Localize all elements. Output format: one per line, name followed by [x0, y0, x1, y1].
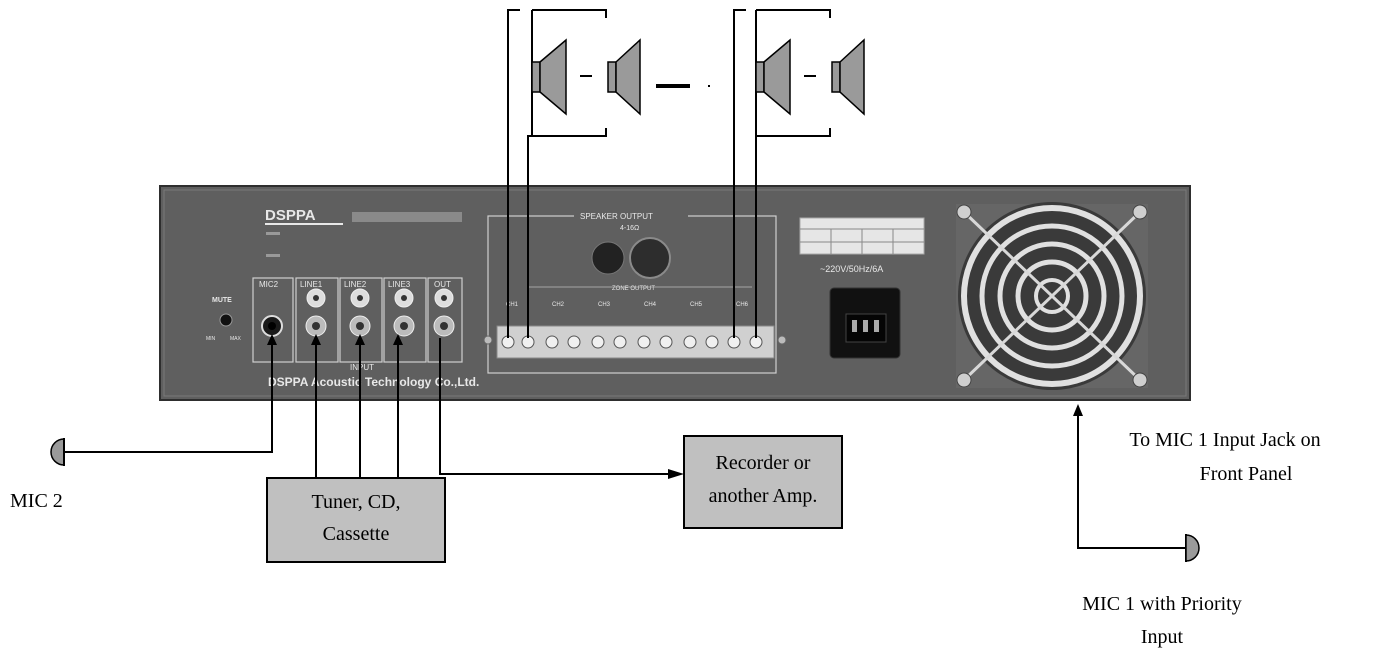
- power-rating: ~220V/50Hz/6A: [820, 264, 883, 274]
- mute-max-label: MAX: [230, 336, 242, 342]
- channel-labels: CH1 CH2 CH3 CH4 CH5 CH6: [506, 302, 749, 308]
- mic2-jack-label: MIC2: [259, 280, 279, 289]
- bracket-left-bottom: [532, 128, 607, 137]
- mic1-icon: [1185, 534, 1200, 562]
- spec-text-1: [266, 232, 280, 235]
- line1-label: LINE1: [300, 280, 323, 289]
- mic2-arrowhead: [267, 334, 277, 345]
- speaker-dashes: [580, 75, 816, 88]
- svg-text:CH3: CH3: [598, 302, 611, 308]
- svg-text:CH4: CH4: [644, 302, 657, 308]
- mute-min-label: MIN: [206, 336, 216, 342]
- spec-label-plate: [799, 217, 925, 255]
- bracket-right-bottom: [756, 128, 831, 137]
- impedance-label: 4-16Ω: [620, 225, 639, 232]
- model-text-block: [352, 212, 462, 222]
- line3-frame: [383, 277, 427, 363]
- speaker-wiring: [507, 9, 831, 338]
- brand-underline: [265, 223, 343, 225]
- recorder-arrowhead: [668, 469, 684, 479]
- out-label: OUT: [434, 280, 451, 289]
- company-name: DSPPA Acoustic Technology Co.,Ltd.: [268, 375, 479, 389]
- amplifier-rear-panel: DSPPA MUTE MIN MAX MIC2 LINE1 LINE2 LINE…: [159, 185, 1191, 401]
- speaker-3: [755, 38, 791, 116]
- mic2-jack[interactable]: [261, 315, 283, 337]
- panel-bevel: [163, 189, 1187, 397]
- speaker-1: [531, 38, 567, 116]
- speaker-2: [607, 38, 641, 116]
- recorder-box: [683, 435, 843, 529]
- tuner-cd-cassette-box: [266, 477, 446, 563]
- recorder-label-line1: Recorder or: [716, 452, 811, 474]
- spec-text-2: [266, 254, 280, 257]
- tuner-label-line2: Cassette: [323, 523, 390, 545]
- line2-label: LINE2: [344, 280, 367, 289]
- power-inlet[interactable]: [829, 287, 901, 359]
- svg-text:CH1: CH1: [506, 302, 519, 308]
- mic2-connection: MIC 2: [10, 334, 277, 512]
- tuner-cd-cassette-connection: Tuner, CD, Cassette: [266, 334, 446, 563]
- mic1-arrowhead: [1073, 404, 1083, 416]
- brand-logo: DSPPA: [265, 207, 316, 224]
- speaker-terminal-strip[interactable]: [483, 325, 787, 359]
- input-label: INPUT: [350, 363, 374, 372]
- svg-text:CH5: CH5: [690, 302, 703, 308]
- svg-text:CH6: CH6: [736, 302, 749, 308]
- mic2-icon: [50, 438, 65, 466]
- mic1-connection: To MIC 1 Input Jack on Front Panel MIC 1…: [1073, 404, 1321, 648]
- recorder-connection: Recorder or another Amp.: [439, 338, 843, 529]
- line3-label: LINE3: [388, 280, 411, 289]
- to-mic1-label-line1: To MIC 1 Input Jack on: [1129, 429, 1320, 451]
- mute-label: MUTE: [212, 297, 232, 304]
- recorder-label-line2: another Amp.: [709, 485, 818, 507]
- cooling-fan: [956, 202, 1148, 390]
- bracket-right-top: [756, 9, 831, 18]
- wire-ch1-a: [507, 9, 520, 338]
- speakers: [531, 38, 865, 116]
- tuner-label-line1: Tuner, CD,: [311, 491, 400, 513]
- speaker-output-label: SPEAKER OUTPUT: [580, 212, 653, 221]
- zone-output-label: ZONE OUTPUT: [612, 286, 655, 292]
- mic1-label-line1: MIC 1 with Priority: [1082, 593, 1241, 615]
- mute-knob[interactable]: [219, 313, 233, 327]
- svg-text:CH2: CH2: [552, 302, 565, 308]
- bracket-left-top: [532, 9, 607, 18]
- speaker-4: [831, 38, 865, 116]
- to-mic1-label-line2: Front Panel: [1200, 463, 1293, 485]
- out-frame: [427, 277, 463, 363]
- mic2-label: MIC 2: [10, 490, 63, 512]
- wire-ch6-a: [733, 9, 746, 338]
- selector-knob[interactable]: [629, 237, 671, 279]
- mic1-label-line2: Input: [1141, 626, 1184, 648]
